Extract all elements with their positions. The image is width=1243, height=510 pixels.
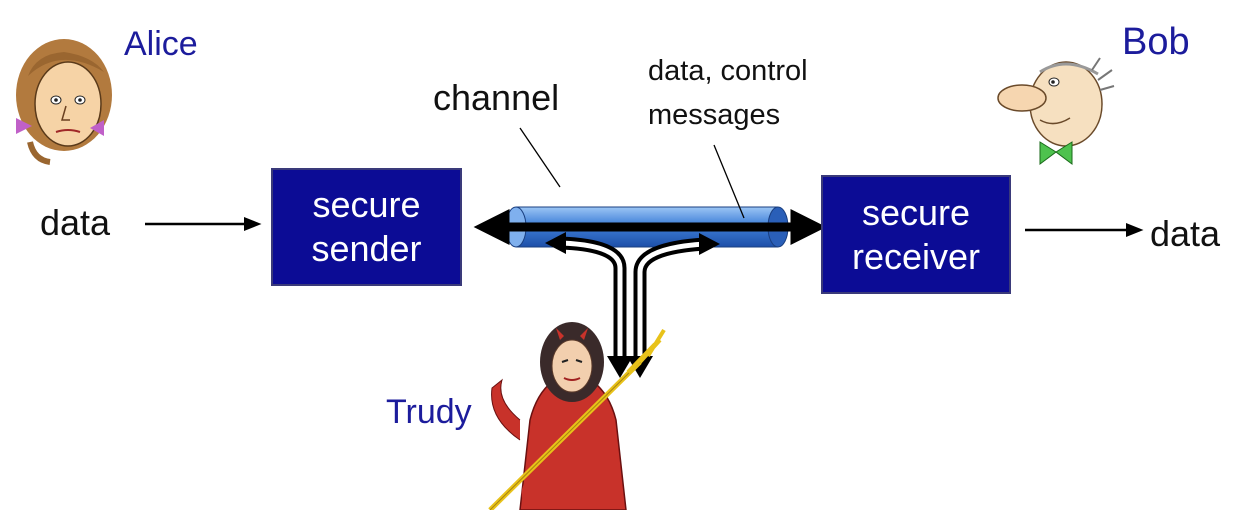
secure-sender-line1: secure xyxy=(312,184,421,225)
secure-sender-line2: sender xyxy=(311,228,422,269)
secure-receiver-line2: receiver xyxy=(851,235,981,277)
bob-icon xyxy=(997,57,1115,165)
messages-label-line2: messages xyxy=(648,99,781,131)
intercept-arrow-left-inner xyxy=(559,240,623,362)
alice-name: Alice xyxy=(124,25,198,63)
secure-receiver-box: secure receiver xyxy=(821,175,1011,294)
secure-sender-box: secure sender xyxy=(271,168,462,286)
data-out-label: data xyxy=(1150,213,1221,254)
channel-label: channel xyxy=(433,77,560,118)
intercept-arrow-right xyxy=(633,237,706,362)
intercept-arrow-right-inner xyxy=(637,241,706,362)
trudy-name: Trudy xyxy=(386,393,472,431)
alice-icon xyxy=(16,39,112,165)
messages-label-line1: data, control xyxy=(648,55,808,87)
data-in-label: data xyxy=(40,202,111,243)
bob-name: Bob xyxy=(1122,21,1190,63)
messages-leader-line xyxy=(713,144,745,219)
trudy-icon xyxy=(491,322,627,510)
trident-icon xyxy=(488,328,666,510)
channel-leader-line xyxy=(519,127,561,188)
secure-receiver-line1: secure xyxy=(861,191,971,233)
